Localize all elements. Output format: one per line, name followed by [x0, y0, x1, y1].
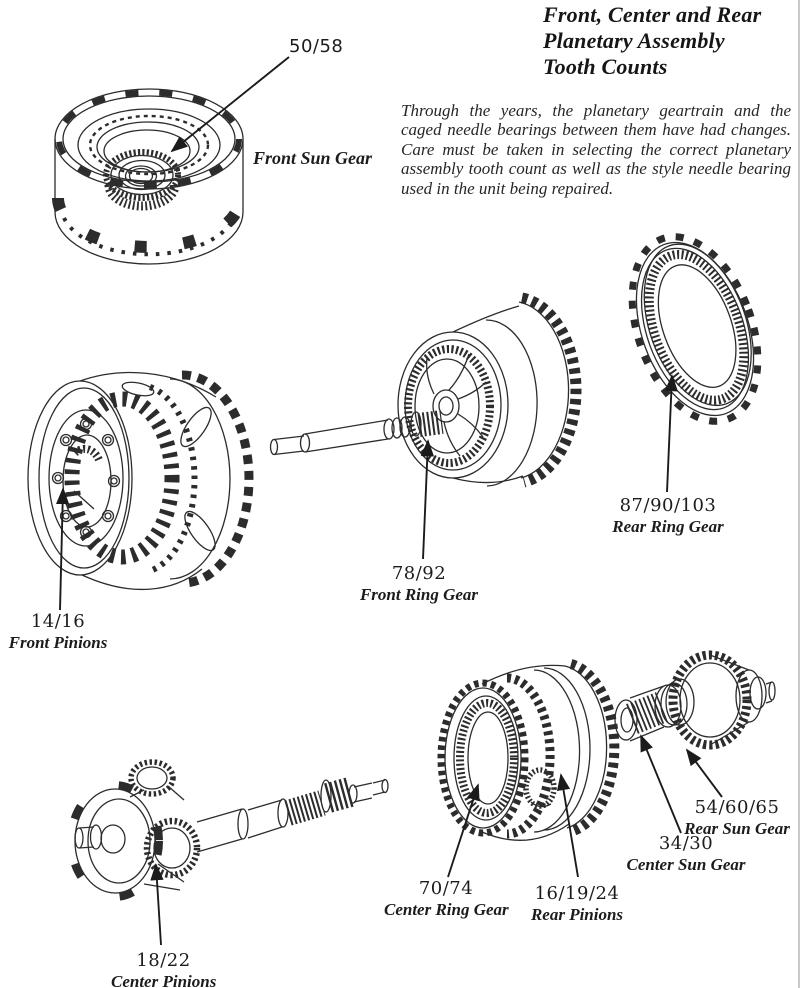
intro-paragraph: Through the years, the planetary geartra…	[401, 101, 791, 198]
front-ring-gear-illustration	[269, 292, 582, 488]
sun-gear-cluster-illustration	[614, 650, 776, 750]
rear-ring-gear-illustration	[628, 233, 762, 425]
center-pinions-caption: Center Pinions	[111, 971, 217, 988]
rear-ring-gear-caption: Rear Ring Gear	[612, 516, 724, 536]
rear-sun-gear-caption: Rear Sun Gear	[684, 818, 790, 838]
page-title: Front, Center and Rear Planetary Assembl…	[543, 2, 793, 80]
label-center-ring-gear: 70/74 Center Ring Gear	[384, 878, 509, 920]
label-rear-ring-gear: 87/90/103 Rear Ring Gear	[608, 495, 728, 537]
front-pinions-caption: Front Pinions	[8, 632, 108, 652]
center-sun-gear-caption: Center Sun Gear	[626, 854, 746, 874]
front-carrier-illustration	[27, 370, 254, 591]
center-pinions-shaft-illustration	[67, 759, 389, 901]
label-front-ring-gear: 78/92 Front Ring Gear	[357, 563, 481, 605]
rear-ring-gear-count: 87/90/103	[619, 495, 717, 516]
rear-pinions-count: 16/19/24	[534, 883, 620, 904]
front-ring-gear-count: 78/92	[391, 563, 447, 584]
center-sun-gear-count: 34/30	[658, 833, 714, 854]
page-title-line2: Planetary Assembly	[543, 28, 725, 53]
front-sun-gear-caption: Front Sun Gear	[253, 148, 373, 168]
front-sun-gear-count: 50/58	[289, 36, 344, 57]
label-rear-sun-gear: 54/60/65 Rear Sun Gear	[682, 797, 792, 839]
front-pinions-count: 14/16	[30, 611, 86, 632]
front-sun-gear-illustration	[52, 88, 246, 265]
label-center-pinions: 18/22 Center Pinions	[111, 950, 216, 988]
page-title-line3: Tooth Counts	[543, 54, 668, 79]
label-rear-pinions: 16/19/24 Rear Pinions	[525, 883, 629, 925]
center-ring-gear-count: 70/74	[418, 878, 474, 899]
label-front-sun-gear-count: 50/58	[289, 36, 343, 58]
page-title-line1: Front, Center and Rear	[543, 2, 762, 27]
label-front-pinions: 14/16 Front Pinions	[6, 611, 110, 653]
center-ring-gear-illustration	[437, 659, 620, 841]
label-center-sun-gear: 34/30 Center Sun Gear	[624, 833, 748, 875]
rear-sun-gear-count: 54/60/65	[694, 797, 780, 818]
rear-pinions-caption: Rear Pinions	[530, 904, 624, 924]
center-ring-gear-caption: Center Ring Gear	[384, 899, 509, 919]
front-ring-gear-caption: Front Ring Gear	[359, 584, 479, 604]
center-pinions-count: 18/22	[136, 950, 191, 971]
